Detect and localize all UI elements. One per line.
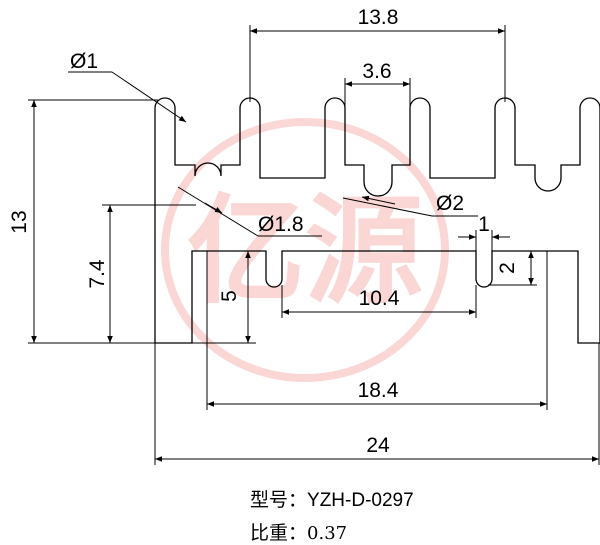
spec-weight-label: 比重： [250, 522, 308, 544]
dim-dia-1-8: Ø1.8 [177, 186, 322, 237]
dim-18-4-label: 18.4 [358, 379, 399, 402]
dim-2-label: 2 [496, 262, 519, 274]
dim-7-4: 7.4 [86, 204, 196, 344]
spec-model-label: 型号： [250, 489, 308, 511]
dim-13-8: 13.8 [249, 6, 506, 102]
dim-3-6-label: 3.6 [362, 60, 391, 83]
dim-10-4-label: 10.4 [359, 287, 400, 310]
dim-18-4: 18.4 [206, 251, 548, 410]
dim-2: 2 [488, 250, 537, 286]
dim-dia-1: Ø1 [68, 50, 187, 123]
dim-dia-2-label: Ø2 [436, 192, 464, 215]
dim-dia-1-label: Ø1 [70, 50, 98, 73]
dim-3-6: 3.6 [344, 60, 411, 110]
profile-outline [154, 97, 600, 344]
dim-1-label: 1 [478, 213, 490, 236]
spec-weight: 比重：0.37 [250, 518, 347, 545]
spec-weight-value: 0.37 [307, 523, 348, 544]
dim-dia-2: Ø2 [342, 192, 478, 217]
dim-10-4: 10.4 [281, 285, 477, 318]
dim-24-label: 24 [366, 434, 390, 457]
dim-13-label: 13 [8, 210, 31, 233]
dim-5: 5 [192, 251, 256, 344]
spec-model-value: YZH-D-0297 [307, 490, 414, 511]
spec-model: 型号：YZH-D-0297 [250, 485, 414, 512]
dim-13: 13 [8, 99, 158, 344]
dim-24: 24 [154, 343, 600, 465]
dim-13-8-label: 13.8 [358, 6, 399, 29]
dim-5-label: 5 [218, 290, 241, 302]
dim-7-4-label: 7.4 [86, 259, 109, 289]
dim-dia-1-8-label: Ø1.8 [258, 213, 304, 236]
dim-1: 1 [458, 213, 510, 251]
